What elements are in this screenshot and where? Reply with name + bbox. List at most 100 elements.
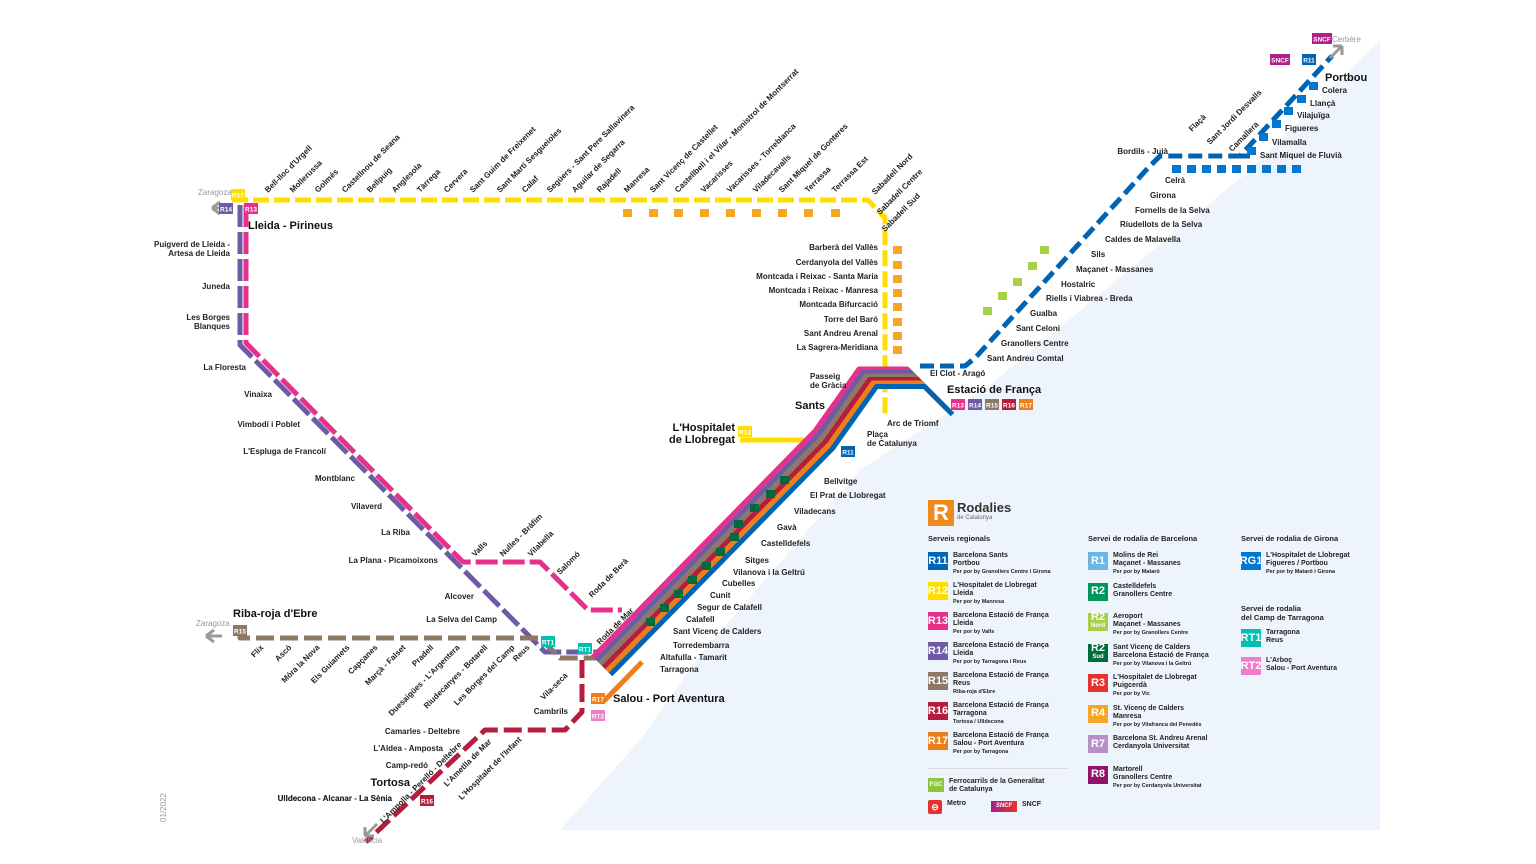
- station-label: Celrà: [1165, 176, 1186, 185]
- route-via: Per por by Valls: [953, 629, 995, 635]
- route-destination: Reus: [953, 680, 971, 687]
- line-code: R7: [1090, 737, 1106, 750]
- service-square-icon: [730, 533, 739, 541]
- service-square-icon: [998, 292, 1007, 300]
- service-square-icon: [623, 209, 632, 217]
- destination-valencia: València: [352, 836, 383, 845]
- line-r13: [243, 205, 622, 613]
- service-square-icon: [674, 590, 683, 598]
- service-square-icon: [1217, 165, 1226, 173]
- route-destination: Manresa: [1113, 712, 1142, 720]
- line-badge-label: R15: [986, 403, 998, 410]
- station-label: Roda de Berà: [587, 556, 630, 599]
- station-label: Caldes de Malavella: [1105, 235, 1181, 244]
- route-origin: Barcelona Estació de França: [953, 642, 1049, 649]
- station-label: Flix: [249, 643, 265, 659]
- route-origin: Martorell: [1113, 765, 1143, 773]
- line-badge: [578, 643, 592, 654]
- line-code: R12: [927, 584, 949, 597]
- line-badge: [244, 203, 258, 214]
- line-badge: [231, 189, 245, 200]
- service-square-icon: [1292, 165, 1301, 173]
- route-via: Riba-roja d'Ebre: [953, 689, 996, 695]
- station-label: L'Espluga de Francolí: [243, 447, 327, 456]
- legend-divider: [928, 768, 1068, 769]
- station-label: Cubelles: [722, 579, 756, 588]
- station-label: Ascó: [273, 643, 293, 663]
- station-label: Vilabella: [526, 529, 556, 559]
- station-label: Sant Jordi Desvalls: [1205, 87, 1264, 146]
- line-sub: Nord: [1091, 623, 1105, 629]
- route-destination: Puigcerdà: [1113, 682, 1147, 689]
- station-label: Vilaverd: [351, 502, 382, 511]
- line-badge-icon: R2: [1088, 582, 1108, 601]
- service-square-icon: [893, 332, 902, 340]
- line-badge-label: R16: [1003, 403, 1015, 410]
- metro-icon: ⊖: [928, 800, 942, 814]
- line-badge-label: R17: [1020, 403, 1032, 410]
- station-label: Les Borges: [186, 313, 230, 322]
- line-badge-label: R15: [234, 629, 246, 636]
- line-badge: [1002, 399, 1016, 410]
- station-label: Barberà del Vallès: [809, 243, 878, 252]
- station-label: Reus: [511, 643, 532, 664]
- route-origin: L'Hospitalet de Llobregat: [1113, 674, 1197, 681]
- line-badge-label: R12: [739, 430, 751, 437]
- service-square-icon: [1247, 147, 1256, 155]
- station-label: Manresa: [622, 165, 652, 195]
- station-estacio-franca: Estació de França: [947, 384, 1042, 396]
- line-badge-icon: R4: [1088, 704, 1108, 723]
- service-square-icon: [766, 490, 775, 498]
- direction-arrow-icon: [205, 628, 222, 644]
- direction-arrow-icon: [363, 822, 379, 838]
- station-label: Sant Vicenç de Calders: [673, 627, 762, 636]
- service-square-icon: [1232, 165, 1241, 173]
- station-label: Cambrils: [534, 707, 569, 716]
- line-r16: [364, 660, 585, 844]
- service-square-icon: [688, 576, 697, 584]
- line-code: R2: [1090, 585, 1106, 597]
- route-via: Per por by Granollers Centre i Girona: [953, 569, 1051, 575]
- line-badge-label: RT2: [592, 714, 605, 721]
- line-badge-icon: R3: [1088, 674, 1108, 692]
- service-square-icon: [660, 604, 669, 612]
- station-label: Artesa de Lleida: [168, 249, 230, 258]
- station-label: Gavà: [777, 523, 797, 532]
- station-label: Torredembarra: [673, 641, 730, 650]
- service-square-icon: [1172, 165, 1181, 173]
- station-label: Viladecans: [794, 507, 836, 516]
- service-square-icon: [1297, 95, 1306, 103]
- station-label: Segur de Calafell: [697, 603, 762, 612]
- route-destination: Granollers Centre: [1113, 773, 1173, 781]
- station-label: Flaçà: [1187, 112, 1208, 133]
- line-badge-icon: R13: [928, 612, 948, 630]
- line-badge: [1270, 54, 1290, 65]
- service-square-icon: [1028, 262, 1037, 270]
- station-label: Vinaixa: [244, 390, 272, 399]
- direction-arrow-icon: [1328, 44, 1344, 60]
- line-badge-label: R11: [1303, 58, 1315, 65]
- station-label: Salomó: [555, 550, 582, 577]
- station-label: La Riba: [381, 528, 410, 537]
- sncf-icon: SNCF: [991, 801, 1017, 812]
- service-square-icon: [1187, 165, 1196, 173]
- station-hospitalet: de Llobregat: [669, 434, 735, 446]
- station-label: Passeig: [810, 372, 840, 381]
- line-code: RT1: [1240, 631, 1262, 644]
- line-code: RG1: [1239, 554, 1263, 567]
- route-via: Tortosa / Ulldecona: [953, 719, 1004, 725]
- station-label: Ulldecona - Alcanar - La Sènia: [278, 794, 393, 803]
- line-badge-label: SNCF: [1271, 58, 1289, 65]
